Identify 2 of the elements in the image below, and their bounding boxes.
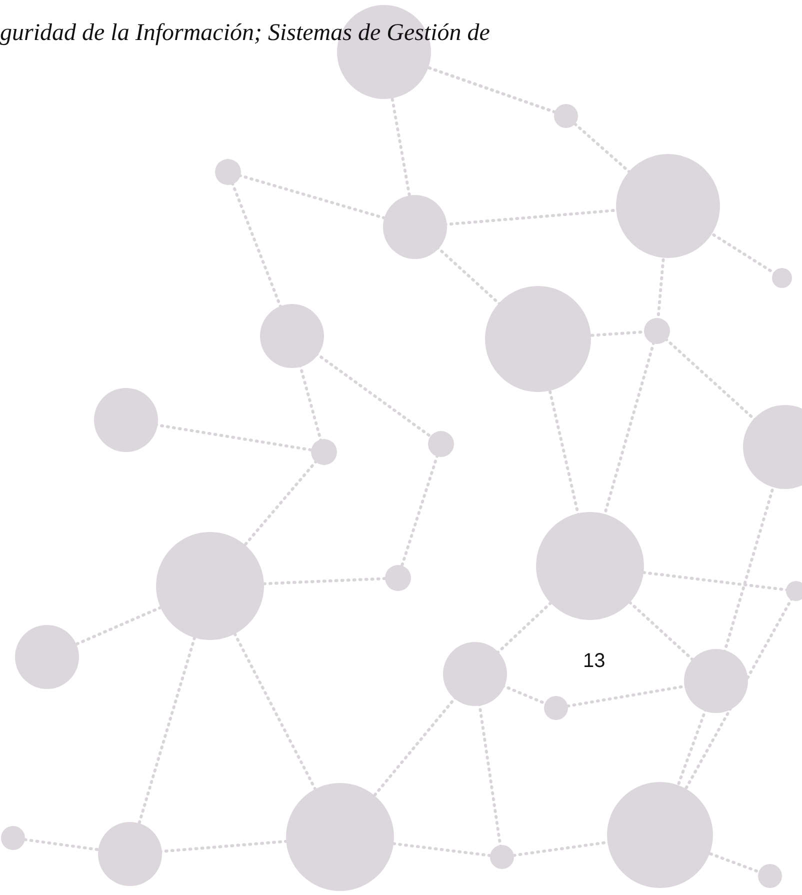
page-number: 13	[583, 650, 606, 673]
running-header: guridad de la Información; Sistemas de Gestión de	[0, 20, 490, 47]
